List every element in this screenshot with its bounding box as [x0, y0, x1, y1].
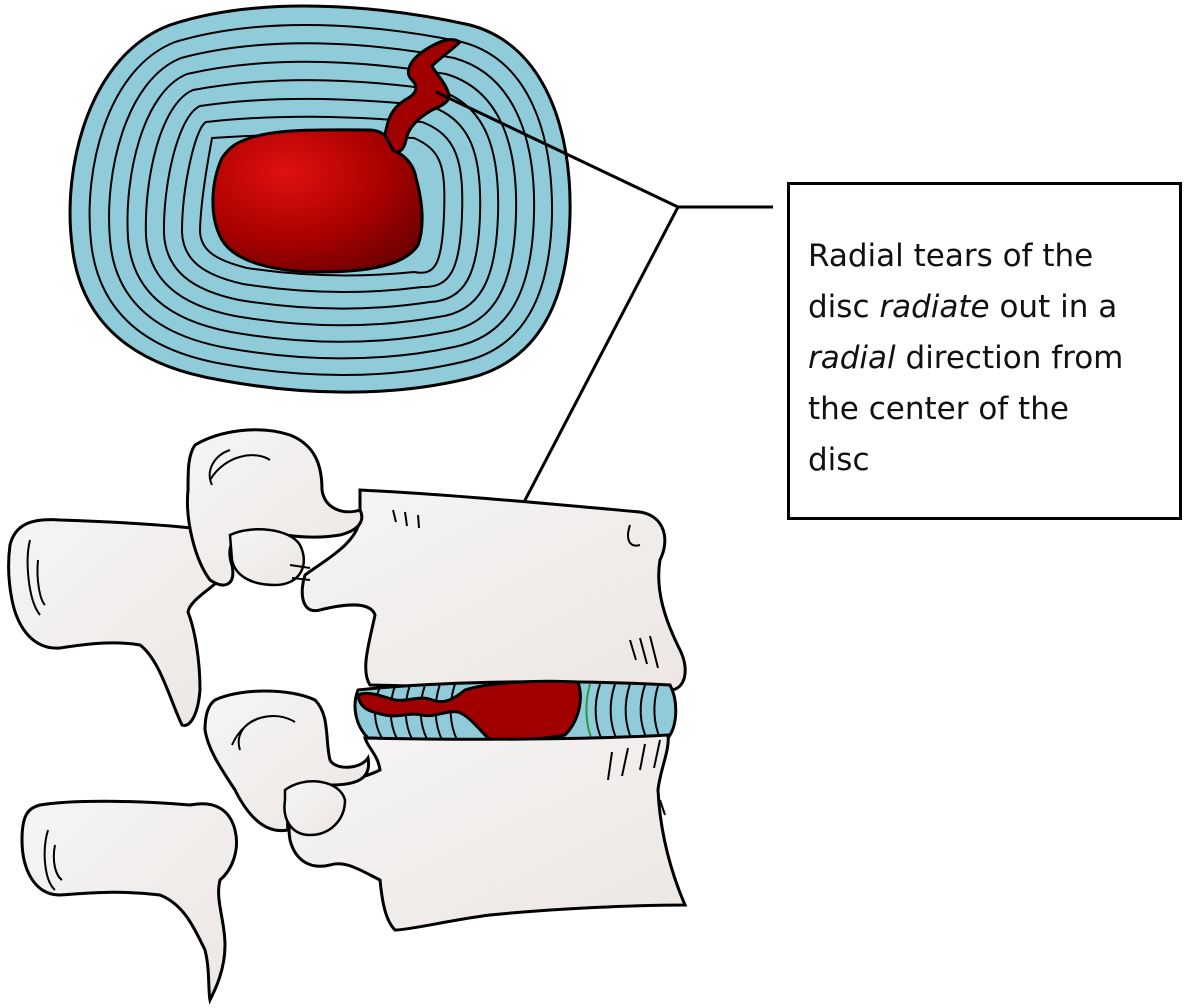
callout-box: Radial tears of the disc radiate out in …	[787, 182, 1182, 520]
callout-line-3: radial direction from	[808, 333, 1163, 384]
nucleus-pulposus	[213, 130, 422, 272]
lower-vertebral-body	[289, 735, 685, 930]
callout-line-4: the center of the	[808, 384, 1163, 435]
spine-lateral-view	[9, 430, 686, 1000]
upper-facet-shape	[230, 529, 304, 585]
callout-line-5: disc	[808, 435, 1163, 486]
lower-transverse-process	[22, 801, 237, 1000]
callout-line-2: disc radiate out in a	[808, 282, 1163, 333]
callout-line-1: Radial tears of the	[808, 231, 1163, 282]
disc-cross-section	[70, 6, 570, 392]
